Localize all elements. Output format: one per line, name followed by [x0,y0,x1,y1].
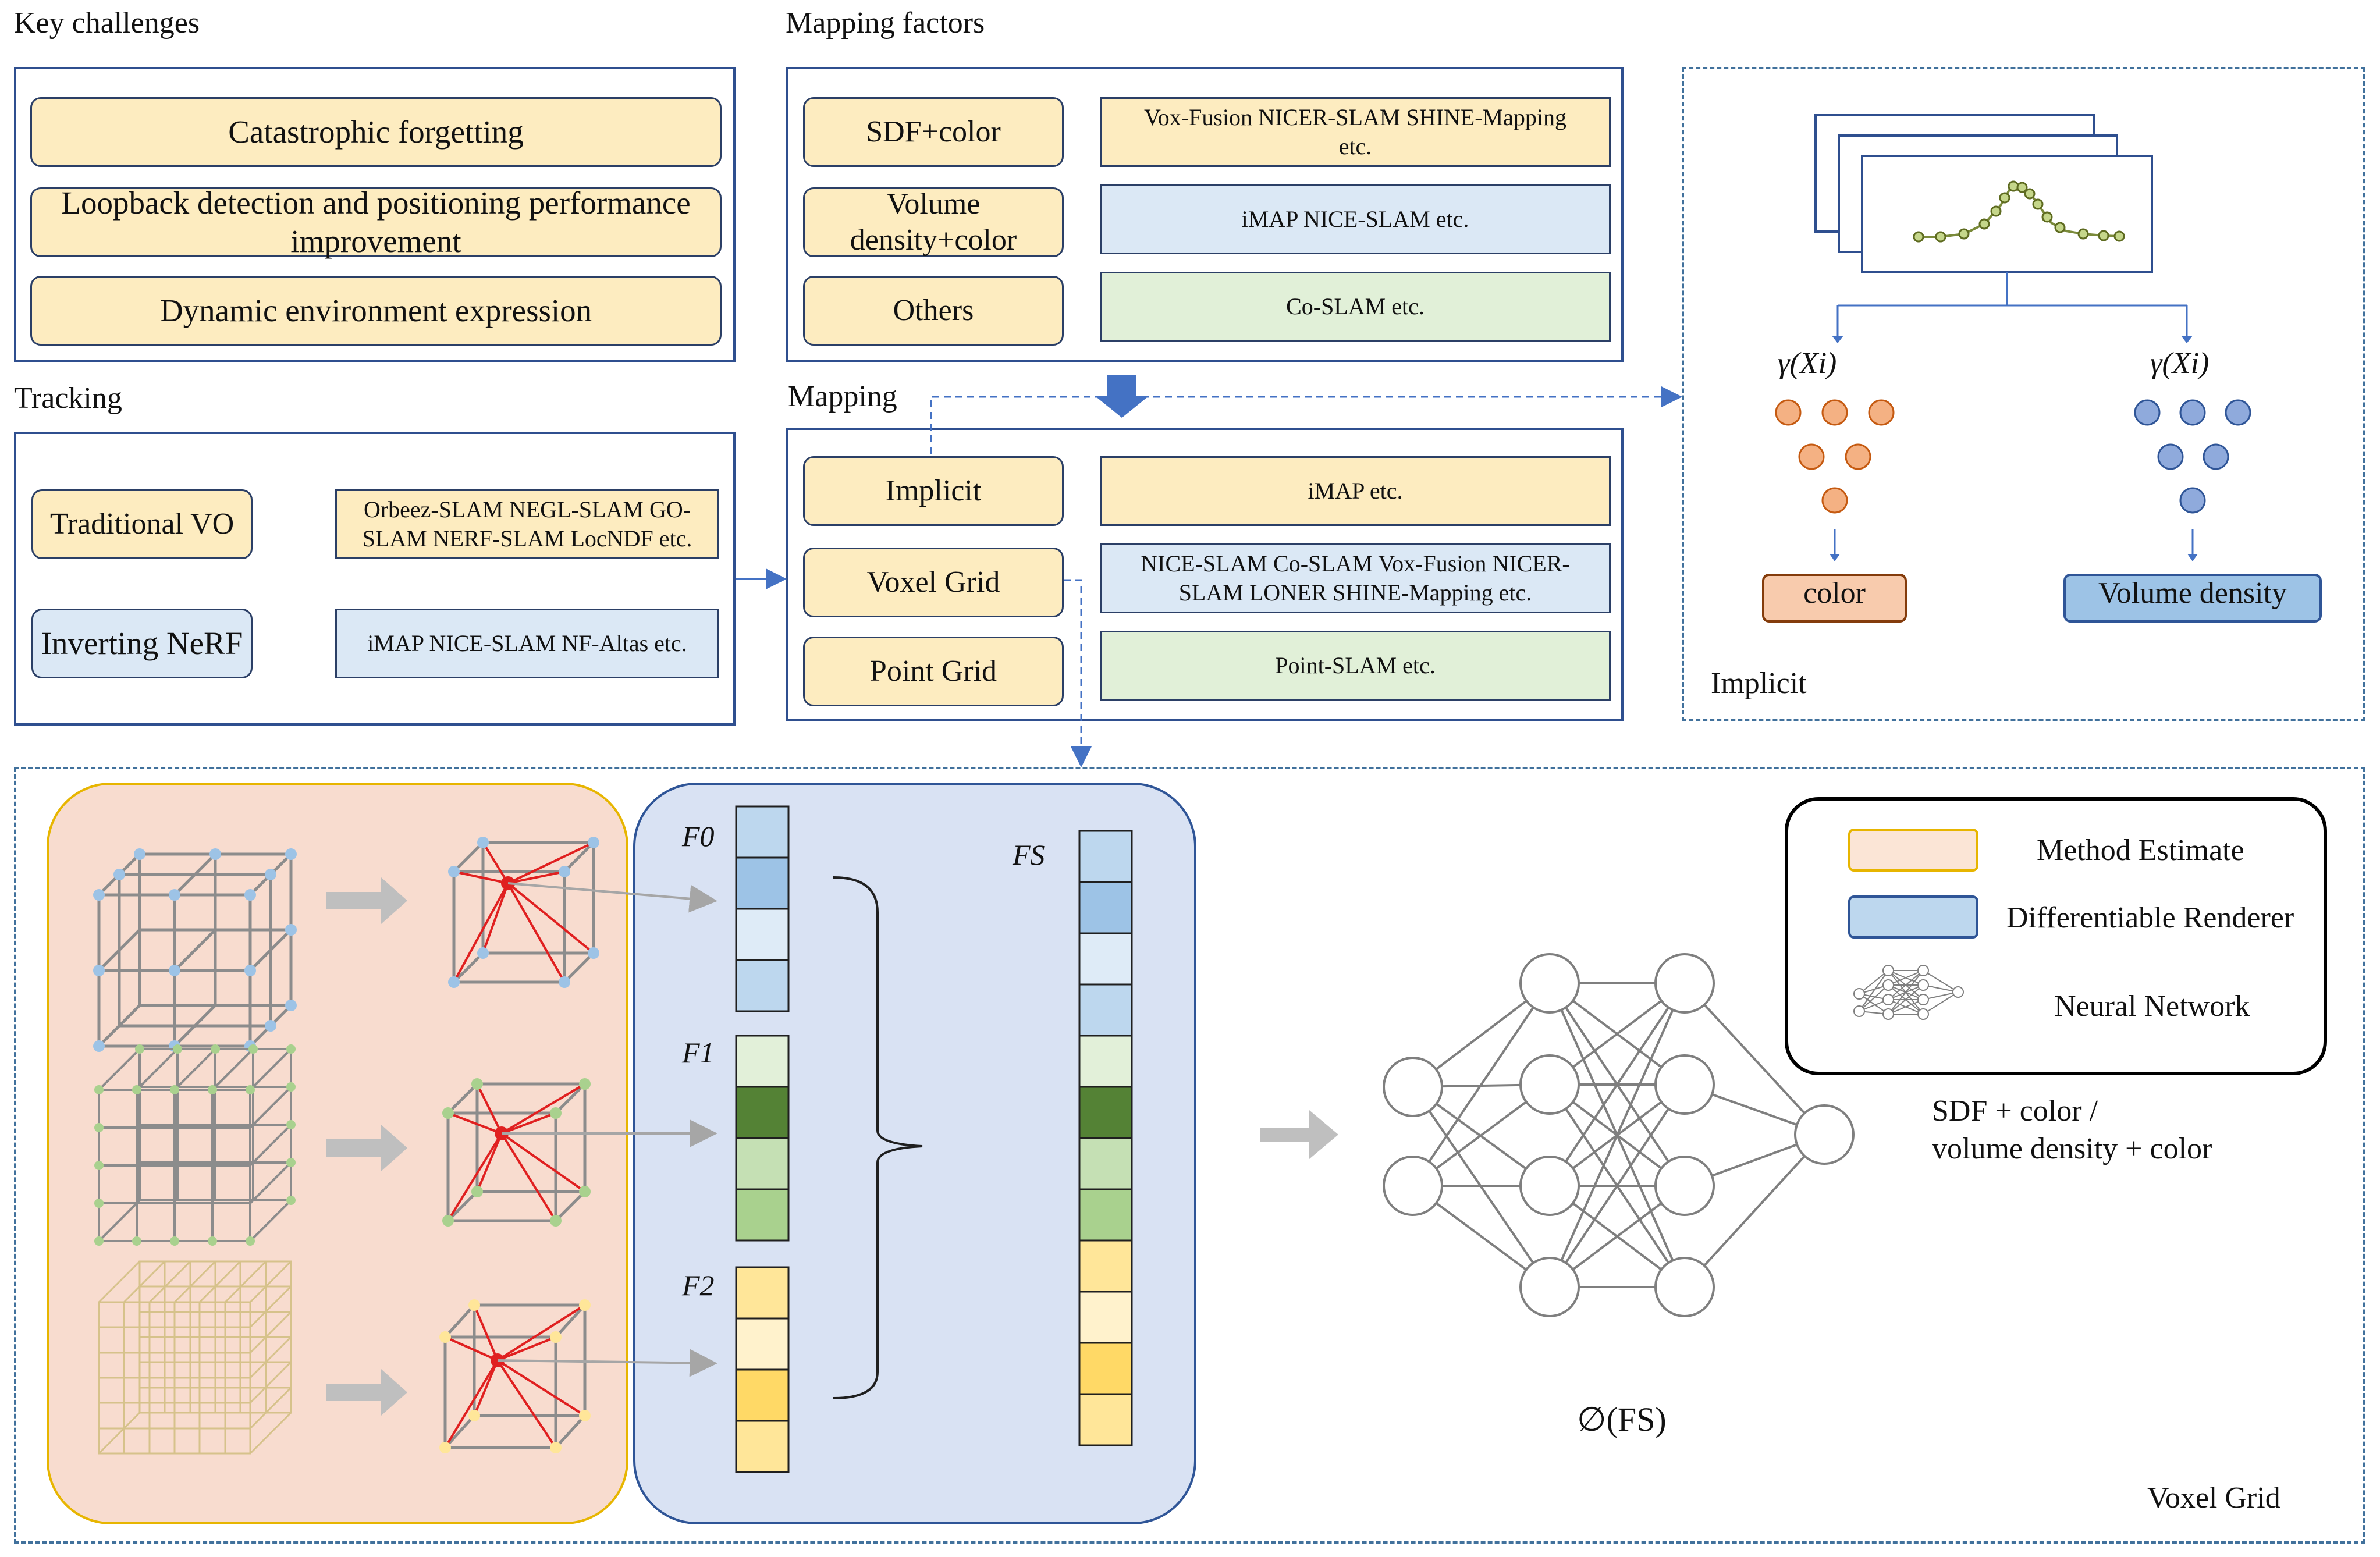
tracking-inverting-nerf: Inverting NeRF [31,609,253,678]
concat-brace [833,876,923,1399]
mapping-title: Mapping [788,380,897,413]
mapping-point-grid: Point Grid [803,637,1064,706]
factor-volume-density-color: Volume density+color [803,187,1064,257]
feature-column-f1 [735,1035,790,1242]
output-volume-density-label: Volume density [2098,577,2287,610]
feature-arrows [497,882,717,1377]
interp-cube-2 [442,1078,591,1227]
encoding-right-label: γ(Xi) [2150,347,2210,380]
mapping-factors-panel: SDF+color Vox-Fusion NICER-SLAM SHINE-Ma… [786,67,1624,362]
factor-volume-density-methods: iMAP NICE-SLAM etc. [1100,184,1611,254]
signal-card-front [1861,155,2153,273]
mapping-implicit-methods: iMAP etc. [1100,456,1611,526]
feature-fs-label: FS [1013,838,1045,871]
fine-grid [98,1260,292,1455]
coarse-grid [97,852,293,1048]
tracking-inverting-nerf-methods: iMAP NICE-SLAM NF-Altas etc. [335,609,719,678]
network-function-label: ∅(FS) [1577,1400,1667,1438]
factor-others: Others [803,276,1064,346]
implicit-link [930,386,1682,454]
mapping-point-grid-methods: Point-SLAM etc. [1100,631,1611,701]
output-desc-line2: volume density + color [1932,1132,2212,1165]
feature-f1-label: F1 [682,1036,715,1069]
signal-points [1913,180,2125,243]
feature-f0-label: F0 [682,820,715,852]
neural-network [1383,953,1855,1317]
orange-encoding-nodes [1775,399,1895,514]
medium-grid [98,1048,292,1242]
factor-others-methods: Co-SLAM etc. [1100,272,1611,342]
feature-column-f2 [735,1266,790,1473]
implicit-diagram [1762,114,2322,623]
legend-swatch-differentiable-renderer [1848,895,1978,939]
feature-column-f0 [735,805,790,1012]
top-connectors [736,375,1682,767]
voxel-grid-panel-title: Voxel Grid [2147,1481,2280,1515]
method-gray-arrows [326,877,407,1416]
voxel-grid-panel [14,767,2365,1544]
blue-encoding-nodes [2134,399,2251,514]
branch-lines [1836,272,2188,337]
key-challenges-title: Key challenges [14,6,200,40]
mapping-voxel-grid: Voxel Grid [803,548,1064,617]
legend-swatch-method-estimate [1848,829,1978,872]
challenge-catastrophic-forgetting: Catastrophic forgetting [30,97,722,167]
output-color-label: color [1803,577,1866,610]
voxel-diagram [93,797,2327,1473]
coarse-grid-nodes [93,848,297,1052]
legend-neural-network-label: Neural Network [2054,990,2250,1023]
challenge-loopback-detection: Loopback detection and positioning perfo… [30,185,722,259]
to-network-arrow [1260,1110,1338,1159]
tracking-panel: Traditional VO Orbeez-SLAM NEGL-SLAM GO-… [14,432,736,726]
legend-mini-network [1853,965,1964,1020]
legend-differentiable-renderer-label: Differentiable Renderer [2006,901,2294,934]
factor-sdf-color-methods: Vox-Fusion NICER-SLAM SHINE-Mapping etc. [1100,97,1611,167]
feature-f2-label: F2 [682,1269,715,1302]
output-volume-density-box [2063,574,2322,623]
encoding-left-label: γ(Xi) [1778,347,1837,380]
implicit-panel [1682,67,2365,721]
interp-cube-1 [448,837,599,988]
mapping-voxel-grid-methods: NICE-SLAM Co-SLAM Vox-Fusion NICER-SLAM … [1100,543,1611,613]
tracking-title: Tracking [14,382,122,415]
key-challenges-panel: Catastrophic forgetting Loopback detecti… [14,67,736,362]
mapping-factors-title: Mapping factors [786,6,985,40]
mapping-implicit: Implicit [803,456,1064,526]
tracking-traditional-vo-methods: Orbeez-SLAM NEGL-SLAM GO-SLAM NERF-SLAM … [335,489,719,559]
legend-method-estimate-label: Method Estimate [2037,834,2244,867]
output-desc-line1: SDF + color / [1932,1094,2098,1128]
interp-cube-3 [439,1299,591,1453]
feature-column-fs [1078,830,1133,1446]
implicit-panel-title: Implicit [1711,667,1807,700]
factor-sdf-color: SDF+color [803,97,1064,167]
mapping-panel: Implicit iMAP etc. Voxel Grid NICE-SLAM … [786,428,1624,721]
output-color-box [1762,574,1907,623]
tracking-traditional-vo: Traditional VO [31,489,253,559]
voxel-grid-link [1064,579,1092,767]
medium-grid-nodes [94,1044,296,1246]
challenge-dynamic-environment: Dynamic environment expression [30,276,722,346]
